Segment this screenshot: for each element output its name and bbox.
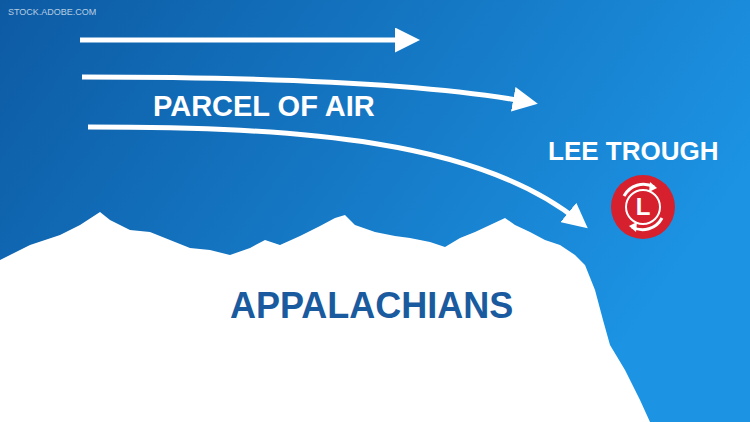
air-arrow — [88, 127, 580, 222]
air-arrow — [80, 38, 410, 43]
symbol-letter: L — [610, 174, 676, 240]
region-label: LEE TROUGH — [548, 138, 718, 164]
arrow-label: PARCEL OF AIR — [153, 92, 375, 121]
mountain-silhouette — [0, 212, 650, 422]
low-pressure-symbol: L — [610, 174, 676, 240]
watermark: STOCK.ADOBE.COM — [8, 8, 96, 17]
mountain-label: APPALACHIANS — [230, 288, 513, 324]
